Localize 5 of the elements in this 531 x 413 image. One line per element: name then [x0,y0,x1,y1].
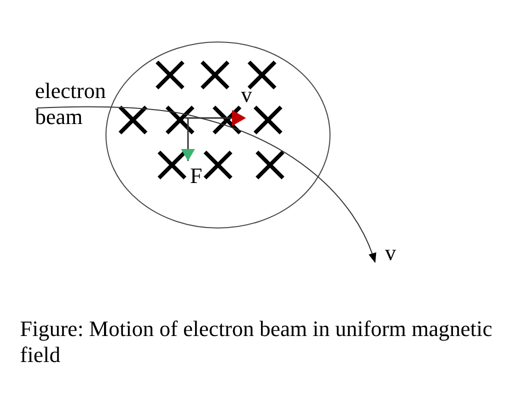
velocity-label: v [385,240,397,266]
figure-caption: Figure: Motion of electron beam in uniform magnetic field [20,316,494,368]
beam-label: electron beam [35,78,107,130]
force-label: F [190,163,204,189]
velocity-label: v [241,82,253,108]
